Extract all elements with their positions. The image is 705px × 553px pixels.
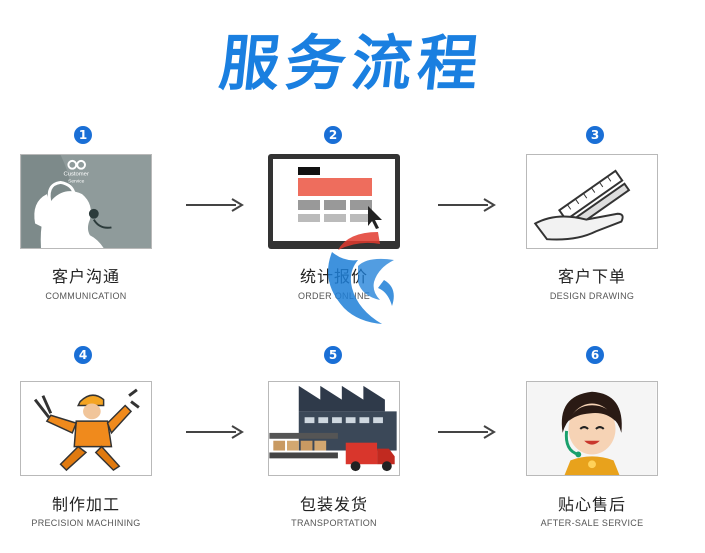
step-1-subtitle: COMMUNICATION: [6, 291, 166, 301]
step-5-image: [268, 381, 400, 476]
step-4-subtitle: PRECISION MACHINING: [6, 518, 166, 528]
step-3-title: 客户下单: [512, 263, 672, 287]
step-2-number-badge: 2: [324, 126, 342, 144]
worker-tools-icon: [21, 382, 151, 475]
arrow-right-icon: [438, 425, 496, 439]
step-5-subtitle: TRANSPORTATION: [254, 518, 414, 528]
step-4-image: [20, 381, 152, 476]
step-3-number-badge: 3: [586, 126, 604, 144]
svg-text:Customer: Customer: [64, 172, 89, 178]
step-3-subtitle: DESIGN DRAWING: [512, 291, 672, 301]
step-5-number-badge: 5: [324, 346, 342, 364]
arrow-right-icon: [186, 198, 244, 212]
warehouse-truck-icon: [269, 382, 399, 475]
watermark-logo-icon: [318, 226, 402, 330]
step-3-image: [526, 154, 658, 249]
arrow-right-icon: [186, 425, 244, 439]
arrow-right-icon: [438, 198, 496, 212]
svg-text:Service: Service: [68, 178, 85, 184]
step-4-title: 制作加工: [6, 491, 166, 515]
step-6-title: 贴心售后: [512, 491, 672, 515]
step-6-subtitle: AFTER-SALE SERVICE: [512, 518, 672, 528]
step-1-title: 客户沟通: [6, 263, 166, 287]
page-title: 服务流程: [0, 18, 705, 98]
step-6-image: [526, 381, 658, 476]
customer-service-icon: Customer Service: [21, 155, 151, 248]
step-1-number-badge: 1: [74, 126, 92, 144]
step-1-image: Customer Service: [20, 154, 152, 249]
step-6-number-badge: 6: [586, 346, 604, 364]
support-agent-icon: [527, 382, 657, 475]
step-5-title: 包装发货: [254, 491, 414, 515]
step-4-number-badge: 4: [74, 346, 92, 364]
pen-hand-icon: [527, 155, 657, 248]
